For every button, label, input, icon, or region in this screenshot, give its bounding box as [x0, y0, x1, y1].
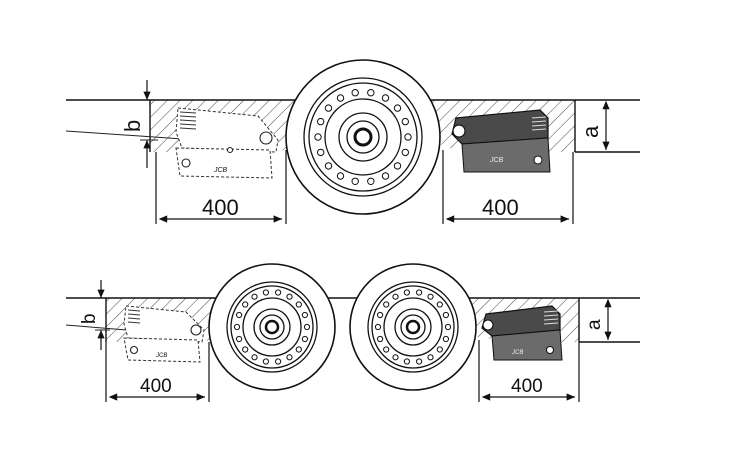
chock-folded-left: JCB: [175, 107, 279, 179]
height-label-b: b: [120, 120, 145, 132]
rim-bolt-hole: [444, 323, 452, 331]
chock-brand-label: JCB: [511, 350, 523, 356]
rim-bolt-hole: [251, 354, 258, 361]
rim-bolt-hole: [392, 354, 399, 361]
height-label-a: a: [578, 125, 603, 138]
rim-bolt-hole: [416, 289, 423, 296]
rim-bolt-hole: [295, 346, 302, 353]
height-label-b: b: [79, 313, 100, 324]
rim-bolt-hole: [286, 293, 293, 300]
rim-bolt-hole: [404, 133, 412, 141]
rim-bolt-hole: [381, 172, 390, 180]
rim-bolt-hole: [401, 117, 409, 126]
rim-bolt-hole: [403, 289, 410, 296]
wheel-single: [285, 59, 441, 215]
rim-bolt-hole: [436, 346, 443, 353]
rim-bolt-hole: [401, 148, 409, 157]
chock-brand-label: JCB: [155, 353, 167, 359]
rim-bolt-hole: [286, 354, 293, 361]
dimension-left: 400: [140, 376, 172, 397]
rim-bolt-hole: [416, 358, 423, 365]
rim-bolt-hole: [336, 172, 345, 180]
rim-bolt-hole: [236, 311, 243, 319]
rim-bolt-hole: [374, 323, 382, 331]
rim-bolt-hole: [303, 323, 311, 331]
rim-bolt-hole: [275, 358, 282, 365]
rim-bolt-hole: [242, 301, 249, 308]
rim-bolt-hole: [367, 177, 375, 186]
rim-bolt-hole: [317, 117, 325, 126]
rim-bolt-hole: [233, 323, 241, 331]
rim-bolt-hole: [393, 104, 402, 112]
rim-bolt-hole: [301, 311, 308, 319]
rim-bolt-hole: [377, 311, 384, 319]
rim-bolt-hole: [383, 346, 390, 353]
rim-bolt-hole: [301, 335, 308, 343]
chock-brand-label: JCB: [489, 157, 504, 164]
rim-bolt-hole: [383, 301, 390, 308]
rim-bolt-hole: [242, 346, 249, 353]
rim-bolt-hole: [442, 335, 449, 343]
wheel-rear: [349, 263, 477, 391]
height-label-a: a: [584, 319, 605, 330]
rim-bolt-hole: [317, 148, 325, 157]
rim-bolt-hole: [351, 177, 359, 186]
rim-bolt-hole: [262, 358, 269, 365]
rim-bolt-hole: [295, 301, 302, 308]
rim-bolt-hole: [336, 94, 345, 102]
rim-bolt-hole: [442, 311, 449, 319]
dimension-right: 400: [511, 376, 543, 397]
rim-bolt-hole: [427, 293, 434, 300]
rim-bolt-hole: [367, 89, 375, 97]
dimension-left: 400: [202, 195, 239, 220]
rim-bolt-hole: [392, 293, 399, 300]
rim-bolt-hole: [314, 133, 322, 141]
chock-brand-label: JCB: [213, 167, 228, 174]
chock-deployed-right: JCB: [481, 305, 563, 361]
rim-bolt-hole: [262, 289, 269, 296]
rim-bolt-hole: [427, 354, 434, 361]
rim-bolt-hole: [275, 289, 282, 296]
rim-bolt-hole: [377, 335, 384, 343]
wheel-front: [208, 263, 336, 391]
rim-bolt-hole: [436, 301, 443, 308]
rim-bolt-hole: [324, 162, 333, 170]
diagram-single-axle: JCB JCB: [65, 59, 640, 224]
chock-folded-left: JCB: [123, 305, 205, 363]
diagram-tandem-axle: JCB: [65, 263, 640, 402]
dimension-right: 400: [482, 195, 519, 220]
rim-bolt-hole: [403, 358, 410, 365]
rim-bolt-hole: [381, 94, 390, 102]
rim-bolt-hole: [324, 104, 333, 112]
rim-bolt-hole: [351, 89, 359, 97]
chock-deployed-right: JCB: [451, 109, 551, 173]
rim-bolt-hole: [393, 162, 402, 170]
rim-bolt-hole: [251, 293, 258, 300]
rim-bolt-hole: [236, 335, 243, 343]
